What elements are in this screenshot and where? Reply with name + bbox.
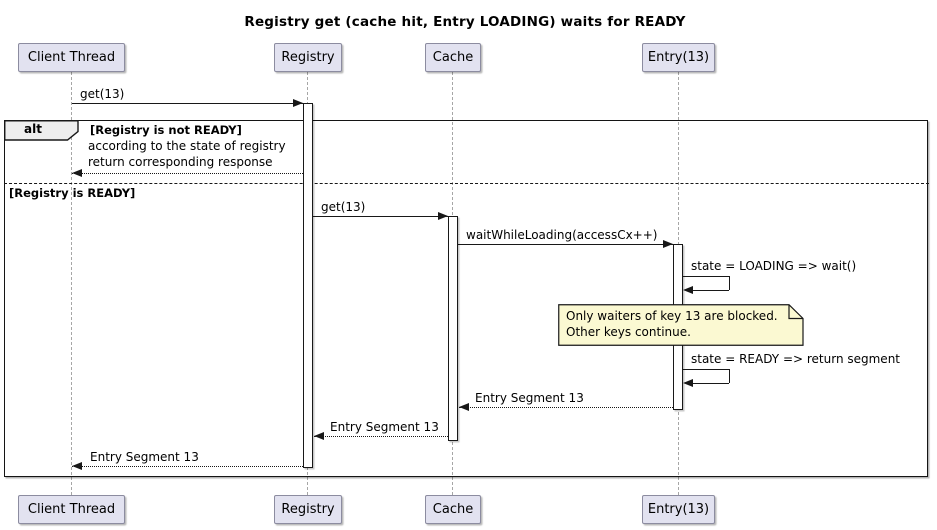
message-get-cache-arrowhead <box>438 212 448 220</box>
message-wait-while-loading-label: waitWhileLoading(accessCx++) <box>466 228 658 242</box>
message-response-label: according to the state of registry retur… <box>88 139 286 170</box>
note-text: Only waiters of key 13 are blocked. Othe… <box>566 308 778 340</box>
return-to-registry-arrowhead <box>314 432 324 440</box>
note-shape <box>558 304 804 346</box>
alt-operator-shape <box>4 120 80 145</box>
note-blocked-waiters: Only waiters of key 13 are blocked. Othe… <box>558 304 804 346</box>
diagram-title: Registry get (cache hit, Entry LOADING) … <box>244 14 686 30</box>
participant-bottom-cache-label: Cache <box>432 502 474 517</box>
self-message-loading-label: state = LOADING => wait() <box>691 259 857 273</box>
guard-registry-not-ready: [Registry is not READY] <box>90 123 242 137</box>
message-response-arrowhead <box>72 169 82 177</box>
alt-else-divider <box>4 183 929 184</box>
message-get-registry-line <box>72 103 303 104</box>
self-message-ready-top <box>683 369 729 370</box>
self-message-loading-arrowhead <box>683 286 693 294</box>
return-to-cache-label: Entry Segment 13 <box>475 391 584 405</box>
participant-bottom-registry: Registry <box>274 495 342 524</box>
return-to-client-label: Entry Segment 13 <box>90 450 199 464</box>
message-response-line1: according to the state of registry <box>88 139 286 153</box>
message-get-registry-arrowhead <box>293 99 303 107</box>
self-message-ready-side <box>729 369 730 383</box>
participant-top-cache: Cache <box>425 43 481 72</box>
return-to-client-arrowhead <box>72 462 82 470</box>
self-message-loading-bottom <box>693 290 729 291</box>
participant-top-client-thread: Client Thread <box>18 43 125 72</box>
participant-bottom-registry-label: Registry <box>281 502 335 517</box>
participant-bottom-cache: Cache <box>425 495 481 524</box>
note-line1: Only waiters of key 13 are blocked. <box>566 309 778 323</box>
self-message-ready-arrowhead <box>683 379 693 387</box>
self-message-loading-top <box>683 276 729 277</box>
return-to-registry-label: Entry Segment 13 <box>330 420 439 434</box>
message-get-cache-line <box>313 216 448 217</box>
activation-cache <box>448 216 458 441</box>
self-message-ready-label: state = READY => return segment <box>691 352 901 366</box>
participant-bottom-entry-label: Entry(13) <box>647 502 710 517</box>
participant-bottom-client-thread: Client Thread <box>18 495 125 524</box>
alt-frame <box>4 120 928 477</box>
participant-top-registry-label: Registry <box>281 50 335 65</box>
participant-top-entry: Entry(13) <box>642 43 715 72</box>
message-wait-while-loading-line <box>458 244 673 245</box>
return-to-client-line <box>72 466 303 467</box>
message-get-cache-label: get(13) <box>321 200 366 214</box>
return-to-registry-line <box>314 436 448 437</box>
participant-bottom-entry: Entry(13) <box>642 495 715 524</box>
activation-registry <box>303 103 313 468</box>
message-response-line2: return corresponding response <box>88 154 273 169</box>
participant-top-entry-label: Entry(13) <box>647 50 710 65</box>
participant-top-client-thread-label: Client Thread <box>27 50 116 65</box>
self-message-ready-bottom <box>693 383 729 384</box>
self-message-loading-side <box>729 276 730 290</box>
participant-top-cache-label: Cache <box>432 50 474 65</box>
alt-operator-label: alt <box>24 122 42 136</box>
message-wait-while-loading-arrowhead <box>663 240 673 248</box>
guard-registry-ready: [Registry is READY] <box>9 186 136 200</box>
participant-top-registry: Registry <box>274 43 342 72</box>
participant-bottom-client-thread-label: Client Thread <box>27 502 116 517</box>
message-get-registry-label: get(13) <box>80 87 125 101</box>
message-response-line <box>72 173 303 174</box>
lifeline-client-thread <box>71 72 72 495</box>
return-to-cache-arrowhead <box>459 403 469 411</box>
return-to-cache-line <box>459 407 673 408</box>
note-line2: Other keys continue. <box>566 325 691 339</box>
